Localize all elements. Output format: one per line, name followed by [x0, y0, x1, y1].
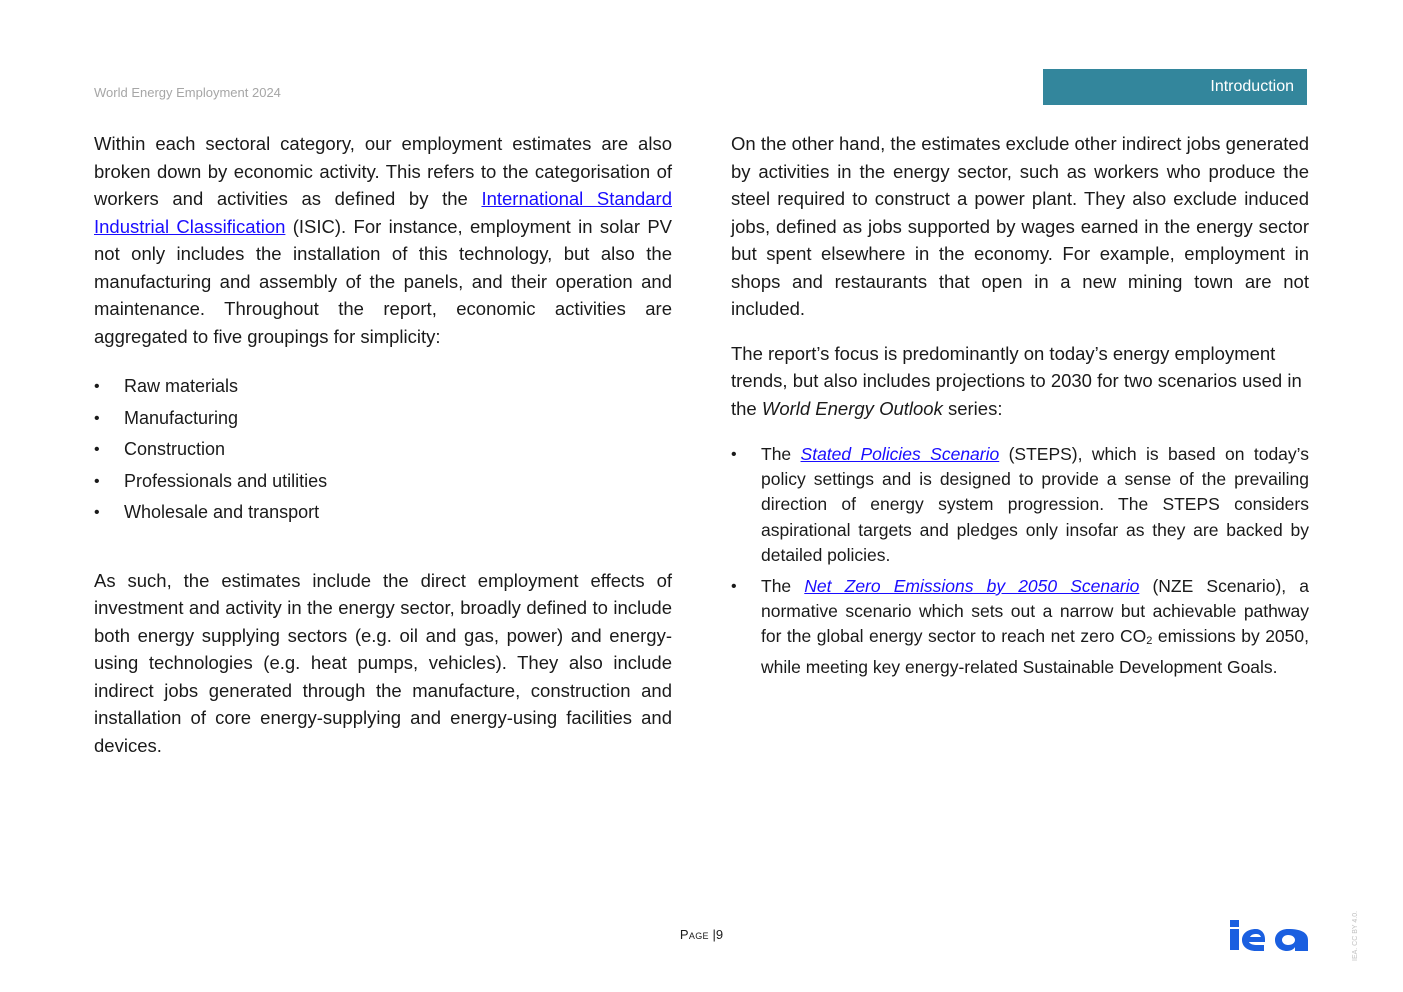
- scenarios-intro-paragraph: The report’s focus is predominantly on t…: [731, 340, 1309, 423]
- left-column: Within each sectoral category, our emplo…: [94, 130, 672, 759]
- nze-prefix: The: [761, 576, 805, 597]
- license-notice: IEA. CC BY 4.0.: [1352, 910, 1359, 961]
- list-item-steps: The Stated Policies Scenario (STEPS), wh…: [731, 442, 1309, 568]
- iea-logo: [1230, 917, 1310, 953]
- section-tab-introduction: Introduction: [1043, 69, 1307, 105]
- nze-link[interactable]: Net Zero Emissions by 2050 Scenario: [804, 576, 1140, 597]
- page-number-footer: Page |9: [0, 927, 1403, 942]
- list-item: Professionals and utilities: [94, 466, 672, 498]
- weo-title: World Energy Outlook: [761, 397, 943, 419]
- isic-paragraph: Within each sectoral category, our emplo…: [94, 130, 672, 350]
- list-item: Construction: [94, 434, 672, 466]
- iea-logo-icon: [1230, 920, 1308, 951]
- right-column: On the other hand, the estimates exclude…: [731, 130, 1309, 686]
- list-item: Raw materials: [94, 371, 672, 403]
- section-tab-label: Introduction: [1210, 78, 1294, 95]
- isic-link[interactable]: International Standard Industrial Classi…: [94, 188, 672, 237]
- page-number: 9: [715, 927, 724, 942]
- steps-description: (STEPS), which is based on today’s polic…: [761, 444, 1309, 565]
- nze-description: (NZE Scenario), a normative scenario whi…: [761, 576, 1310, 647]
- list-item: Wholesale and transport: [94, 497, 672, 529]
- indirect-jobs-paragraph: On the other hand, the estimates exclude…: [731, 133, 1309, 319]
- page-label: Page: [679, 927, 709, 942]
- list-item-nze: The Net Zero Emissions by 2050 Scenario …: [731, 574, 1309, 680]
- co2-subscript: 2: [1146, 635, 1153, 648]
- nze-description-end: emissions by 2050, while meeting key ene…: [761, 626, 1309, 677]
- page-separator: |: [712, 927, 716, 942]
- list-item: Manufacturing: [94, 403, 672, 435]
- scenario-list: The Stated Policies Scenario (STEPS), wh…: [731, 442, 1309, 680]
- steps-link[interactable]: Stated Policies Scenario: [800, 444, 1000, 464]
- scenarios-intro-text: The report’s focus is predominantly on t…: [731, 342, 1302, 419]
- scenarios-intro-end: series:: [942, 397, 1003, 419]
- steps-prefix: The: [761, 444, 801, 464]
- isic-paragraph-intro: Within each sectoral category, our emplo…: [94, 133, 672, 209]
- isic-paragraph-rest: (ISIC). For instance, employment in sola…: [94, 215, 672, 347]
- activity-groupings-list: Raw materials Manufacturing Construction…: [94, 371, 672, 529]
- report-title: World Energy Employment 2024: [94, 85, 281, 100]
- direct-employment-paragraph: As such, the estimates include the direc…: [94, 569, 672, 756]
